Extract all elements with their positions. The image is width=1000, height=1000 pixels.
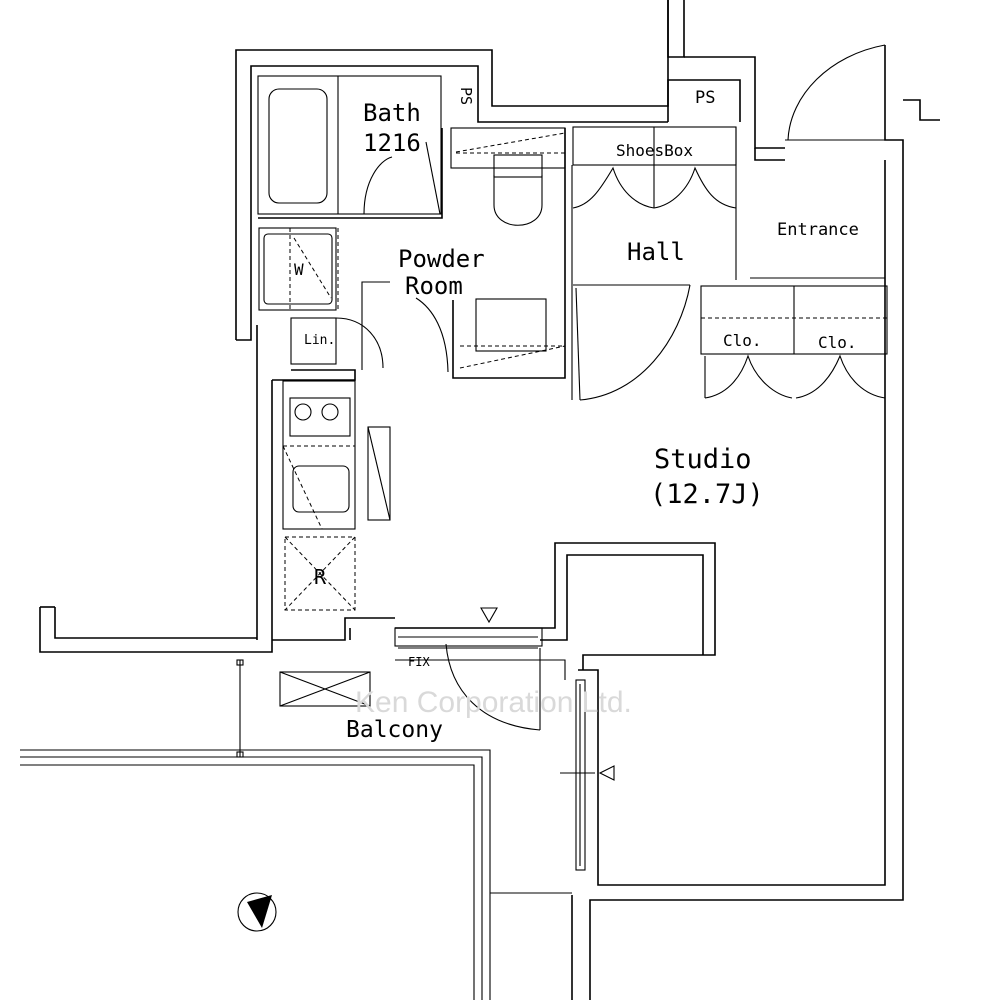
exterior-walls [20, 0, 940, 1000]
closet-label-left: Clo. [723, 331, 762, 350]
room-size-studio: (12.7J) [650, 479, 764, 510]
closet-label-right: Clo. [818, 333, 857, 352]
room-label-powder: Powder [398, 245, 485, 273]
north-arrow-icon [237, 892, 277, 932]
washer-label: W [294, 260, 304, 279]
room-label-balcony: Balcony [346, 717, 443, 743]
burner-icon [321, 403, 339, 421]
windows [394, 627, 595, 871]
room-size-bath: 1216 [363, 129, 421, 157]
watermark: Ken Corporation Ltd. [355, 686, 632, 719]
linen-label: Lin. [304, 333, 335, 348]
room-label-entrance: Entrance [777, 220, 859, 240]
refrigerator-label: R [314, 565, 327, 589]
burner-icon [294, 403, 312, 421]
kitchen-area [282, 380, 391, 611]
shoes-box-label: ShoesBox [616, 141, 693, 160]
room-label-room: Room [405, 272, 463, 300]
window-marker-triangle-icon [598, 765, 615, 781]
hall-area [571, 44, 888, 401]
bath-area [257, 75, 566, 379]
room-label-studio: Studio [654, 444, 752, 475]
fix-window-label: FIX [408, 655, 430, 669]
ps-label-right: PS [695, 88, 715, 108]
window-marker-triangle-icon [480, 607, 498, 624]
powder-room-area [258, 227, 566, 381]
ps-label-left: PS [457, 87, 475, 105]
room-label-bath: Bath [363, 99, 421, 127]
balcony-ac-unit [279, 671, 371, 707]
room-label-hall: Hall [627, 238, 685, 266]
